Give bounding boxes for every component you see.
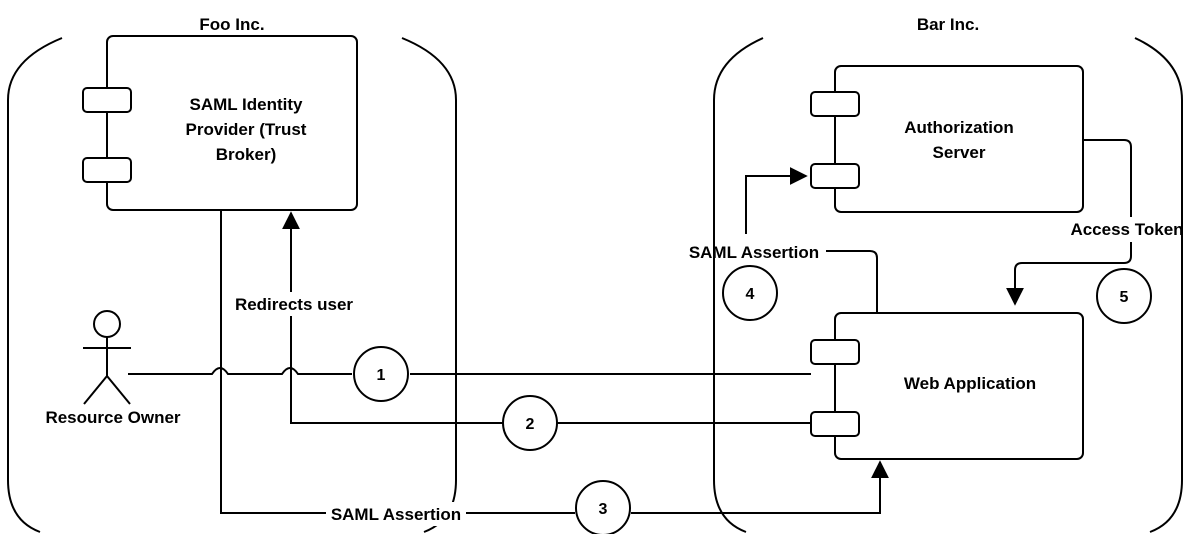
component-port-icon — [82, 87, 132, 113]
authz-label-line2: Server — [933, 143, 986, 162]
idp-label-line1: SAML Identity — [189, 95, 303, 114]
svg-text:3: 3 — [599, 501, 608, 518]
step-1-badge: 1 — [353, 346, 409, 402]
svg-text:2: 2 — [526, 416, 535, 433]
step-3-badge: 3 — [575, 480, 631, 534]
authorization-server-component: Authorization Server — [810, 65, 1084, 213]
label-bg — [326, 502, 466, 526]
foo-inc-title: Foo Inc. — [199, 15, 264, 34]
component-port-icon — [810, 411, 860, 437]
edge-step1-left — [128, 367, 352, 375]
step-5-badge: 5 — [1096, 268, 1152, 324]
webapp-label: Web Application — [904, 374, 1036, 393]
idp-label-line3: Broker) — [216, 145, 276, 164]
idp-label-line2: Provider (Trust — [186, 120, 307, 139]
component-port-icon — [810, 91, 860, 117]
svg-text:4: 4 — [746, 286, 755, 303]
access-token-label: Access Token — [1070, 220, 1183, 239]
saml-assertion-bottom-label: SAML Assertion — [331, 505, 461, 524]
edge-step5-arrow — [1006, 242, 1132, 306]
saml-assertion-top-label: SAML Assertion — [689, 243, 819, 262]
step-2-badge: 2 — [502, 395, 558, 451]
authz-label-line1: Authorization — [904, 118, 1014, 137]
edge-step4-arrow — [745, 167, 808, 234]
bar-inc-title: Bar Inc. — [917, 15, 979, 34]
edge-step2-redirect-arrow — [282, 211, 503, 424]
step-4-badge: 4 — [722, 265, 778, 321]
bar-inc-boundary — [713, 37, 1183, 533]
label-bg — [226, 292, 362, 316]
svg-text:5: 5 — [1120, 289, 1129, 306]
edge-step4-top — [826, 250, 878, 313]
saml-idp-component: SAML Identity Provider (Trust Broker) — [82, 35, 358, 211]
svg-text:1: 1 — [377, 367, 386, 384]
redirect-label: Redirects user — [235, 295, 353, 314]
component-port-icon — [810, 339, 860, 365]
web-application-component: Web Application — [810, 312, 1084, 460]
edge-step3-arrow — [631, 460, 889, 514]
resource-owner-label: Resource Owner — [45, 408, 180, 427]
component-port-icon — [810, 163, 860, 189]
component-port-icon — [82, 157, 132, 183]
edge-step5-top — [1083, 139, 1132, 217]
resource-owner-actor-icon — [83, 310, 131, 405]
